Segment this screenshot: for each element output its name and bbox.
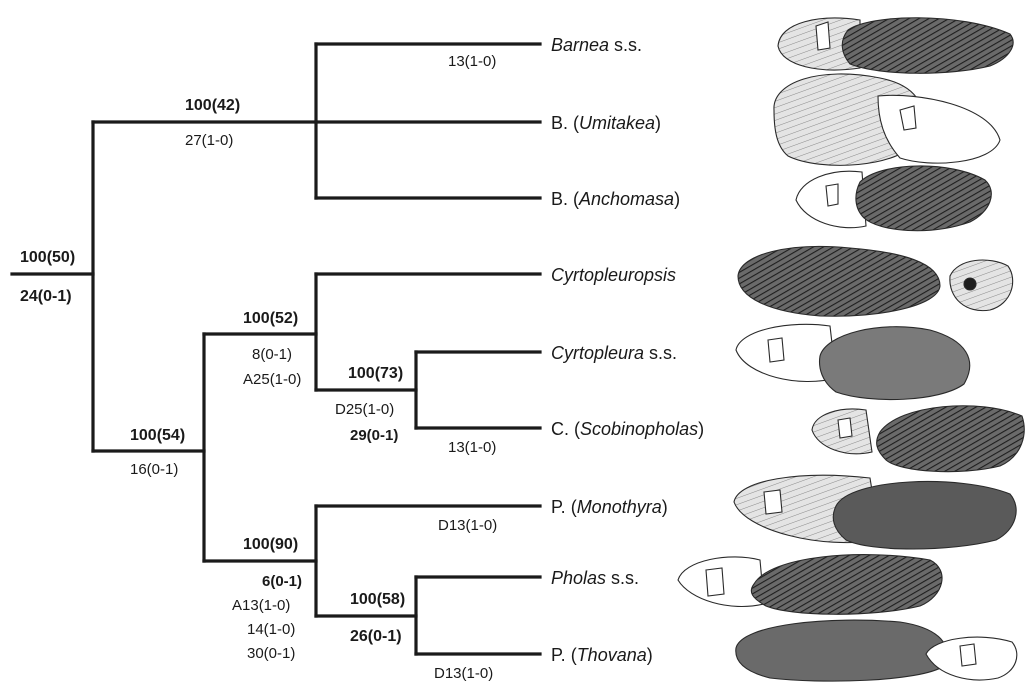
monothyra-branch-character: D13(1-0): [438, 517, 497, 534]
taxon-umitakea: B. (Umitakea): [551, 113, 661, 133]
pholas-shell: [678, 555, 942, 615]
taxon-pholas: Pholas s.s.: [551, 568, 639, 588]
anchomasa-shell: [796, 166, 991, 231]
taxon-cyrtopleura: Cyrtopleura s.s.: [551, 343, 677, 363]
lower-clade-support: 100(54): [130, 427, 185, 444]
pholas-pair-support: 100(58): [350, 591, 405, 608]
pholas-group-character-2: A13(1-0): [232, 597, 290, 614]
thovana-shell: [736, 620, 1017, 681]
cyrtopleura-shell: [736, 324, 970, 399]
root-support: 100(50): [20, 249, 75, 266]
cyrtopleura-group-character-2: A25(1-0): [243, 371, 301, 388]
taxon-labels: Barnea s.s. B. (Umitakea) B. (Anchomasa)…: [551, 35, 704, 665]
taxon-scobinopholas: C. (Scobinopholas): [551, 419, 704, 439]
taxon-thovana: P. (Thovana): [551, 645, 653, 665]
root-character: 24(0-1): [20, 288, 72, 305]
scobinopholas-shell: [812, 406, 1024, 472]
taxon-anchomasa: B. (Anchomasa): [551, 189, 680, 209]
cyrtopleura-pair-character-2: 29(0-1): [350, 427, 398, 444]
cyrtopleura-pair-character-1: D25(1-0): [335, 401, 394, 418]
barnea-clade-character: 27(1-0): [185, 132, 233, 149]
monothyra-shell: [734, 475, 1016, 549]
taxon-barnea: Barnea s.s.: [551, 35, 642, 55]
cyrtopleuropsis-shell: [738, 246, 1013, 316]
barnea-clade-support: 100(42): [185, 97, 240, 114]
pholas-group-character-3: 14(1-0): [247, 621, 295, 638]
shell-illustrations: [678, 18, 1024, 681]
pholas-group-character-1: 6(0-1): [262, 573, 302, 590]
umitakea-shell: [774, 74, 1000, 165]
cyrtopleura-group-support: 100(52): [243, 310, 298, 327]
barnea-branch-character: 13(1-0): [448, 53, 496, 70]
cyrtopleura-pair-support: 100(73): [348, 365, 403, 382]
thovana-branch-character: D13(1-0): [434, 665, 493, 682]
pholas-group-character-4: 30(0-1): [247, 645, 295, 662]
taxon-monothyra: P. (Monothyra): [551, 497, 668, 517]
taxon-cyrtopleuropsis: Cyrtopleuropsis: [551, 265, 676, 285]
lower-clade-character: 16(0-1): [130, 461, 178, 478]
cyrtopleura-group-character-1: 8(0-1): [252, 346, 292, 363]
barnea-shell: [778, 18, 1013, 74]
pholas-pair-character: 26(0-1): [350, 628, 402, 645]
pholas-group-support: 100(90): [243, 536, 298, 553]
scobinopholas-branch-character: 13(1-0): [448, 439, 496, 456]
